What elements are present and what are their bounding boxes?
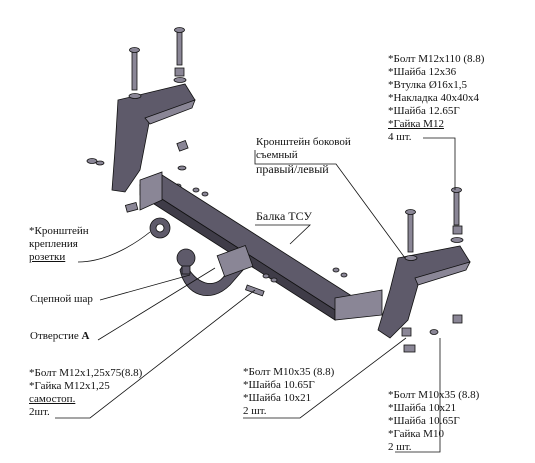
part-line: *Болт М10х35 (8.8) <box>388 389 480 401</box>
part-line: *Шайба 10.65Г <box>388 415 460 427</box>
leader-parts-bottom-center <box>243 337 407 419</box>
right-bolts-top <box>404 187 464 261</box>
side-bracket-line-3: правый/левый <box>256 162 329 176</box>
leader-beam <box>255 224 312 245</box>
socket-bracket-part <box>149 217 171 239</box>
parts-list-bottom-center: *Болт М10х35 (8.8) *Шайба 10.65Г *Шайба … <box>243 366 334 418</box>
part-line: *Гайка М12х1,25 <box>29 380 110 392</box>
part-quantity: 2 шт. <box>388 441 412 453</box>
part-line: *Шайба 10х21 <box>388 402 457 414</box>
part-line: *Шайба 12.65Г <box>388 105 460 117</box>
tow-ball <box>176 248 196 275</box>
part-quantity: 2шт. <box>29 406 50 418</box>
left-bolts-top <box>128 27 187 99</box>
part-line: *Болт М12х110 (8.8) <box>388 53 485 65</box>
part-line: *Гайка М10 <box>388 428 444 440</box>
hole-label-text: Отверстие <box>30 330 82 342</box>
hole-label: Отверстие A <box>30 330 89 343</box>
part-quantity: 2 шт. <box>243 405 267 417</box>
leader-socket-bracket <box>77 231 151 263</box>
side-bracket-label: Кронштейн боковой съемный правый/левый <box>256 136 351 176</box>
ball-label: Сцепной шар <box>30 293 93 305</box>
parts-list-bottom-left: *Болт М12х1,25х75(8.8) *Гайка М12х1,25 с… <box>29 367 142 419</box>
part-line: *Накладка 40х40х4 <box>388 92 479 104</box>
part-line: *Шайба 10х21 <box>243 392 312 404</box>
leader-side-bracket <box>254 150 406 259</box>
left-side-bracket <box>111 83 196 193</box>
side-bracket-line-2: съемный <box>256 149 298 161</box>
leader-parts-top-right <box>423 137 456 190</box>
part-line: *Болт М12х1,25х75(8.8) <box>29 367 143 379</box>
leader-ball <box>99 274 191 301</box>
part-line: самостоп. <box>29 393 76 405</box>
beam-label: Балка ТСУ <box>256 209 312 223</box>
socket-bracket-line-3: розетки <box>29 251 66 263</box>
side-bracket-line-1: Кронштейн боковой <box>256 136 351 148</box>
parts-list-bottom-right: *Болт М10х35 (8.8) *Шайба 10х21 *Шайба 1… <box>388 389 479 454</box>
main-beam <box>139 171 383 321</box>
part-line: *Втулка Ø16х1,5 <box>388 79 468 91</box>
leader-hole <box>97 267 216 341</box>
part-quantity: 4 шт. <box>388 131 412 143</box>
part-line: *Гайка М12 <box>388 118 444 130</box>
hole-letter: A <box>81 330 90 342</box>
socket-bracket-label: *Кронштейн крепления розетки <box>29 225 89 264</box>
left-small-fasteners <box>86 140 209 213</box>
right-small-fasteners <box>332 267 463 353</box>
part-line: *Болт М10х35 (8.8) <box>243 366 335 378</box>
part-line: *Шайба 12х36 <box>388 66 457 78</box>
socket-bracket-line-2: крепления <box>29 238 78 250</box>
leader-parts-bottom-left <box>55 289 256 419</box>
part-line: *Шайба 10.65Г <box>243 379 315 391</box>
socket-bracket-line-1: *Кронштейн <box>29 225 89 237</box>
leader-parts-bottom-right <box>395 338 441 453</box>
parts-list-top-right: *Болт М12х110 (8.8) *Шайба 12х36 *Втулка… <box>388 53 484 144</box>
right-side-bracket <box>377 245 471 339</box>
